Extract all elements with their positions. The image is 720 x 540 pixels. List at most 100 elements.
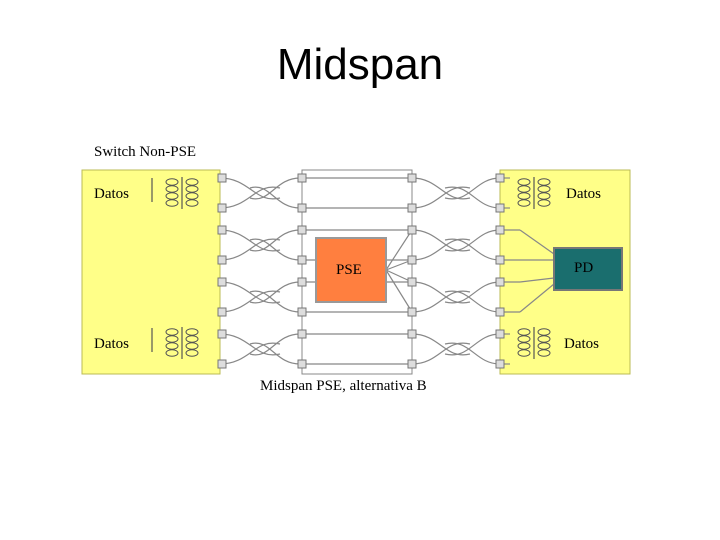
wire-segment: [219, 290, 281, 313]
wire-segment: [411, 342, 471, 365]
connector-block: [495, 307, 505, 317]
wire-segment: [219, 186, 281, 209]
transformer-coil: [185, 192, 199, 200]
transformer-coil: [185, 342, 199, 350]
wire-segment: [219, 281, 281, 304]
wire-segment: [249, 281, 301, 304]
wire-segment: [219, 177, 281, 200]
wire-segment: [444, 177, 501, 200]
connector-block: [217, 329, 227, 339]
connector-block: [217, 359, 227, 369]
switch-panel: [81, 169, 221, 375]
right-bottom-datos-label: Datos: [564, 336, 599, 352]
pse-feed-wire: [385, 269, 413, 313]
wire-segment: [411, 333, 471, 356]
left-bottom-datos-label: Datos: [94, 336, 129, 352]
transformer-coil: [185, 185, 199, 193]
connector-block: [495, 173, 505, 183]
wire-segment: [444, 238, 501, 261]
connector-block: [407, 329, 417, 339]
transformer-coil: [537, 342, 551, 350]
connector-block: [407, 277, 417, 287]
connector-block: [495, 277, 505, 287]
pd-feed-wire: [519, 277, 555, 283]
wire-segment: [249, 342, 301, 365]
pd-label: PD: [574, 260, 594, 276]
transformer-coil: [165, 185, 179, 193]
wire-segment: [411, 229, 471, 252]
wire-segment: [444, 186, 501, 209]
right-top-datos-label: Datos: [566, 186, 601, 202]
transformer-coil: [165, 328, 179, 336]
transformer-coil: [185, 328, 199, 336]
connector-block: [217, 255, 227, 265]
wire-segment: [249, 229, 301, 252]
transformer-coil: [185, 199, 199, 207]
connector-block: [217, 225, 227, 235]
pse-label: PSE: [336, 262, 362, 278]
wire-segment: [411, 186, 471, 209]
pd-box: [553, 247, 623, 291]
pd-feed-wire: [519, 283, 555, 313]
connector-block: [297, 225, 307, 235]
transformer-coil: [537, 328, 551, 336]
transformer-coil: [165, 342, 179, 350]
transformer-coil: [537, 178, 551, 186]
wire-segment: [411, 281, 471, 304]
wire-segment: [444, 281, 501, 304]
connector-block: [495, 203, 505, 213]
wire-segment: [219, 342, 281, 365]
transformer-coil: [517, 342, 531, 350]
pse-feed-wire: [385, 229, 413, 271]
connector-block: [217, 307, 227, 317]
diagram-canvas: [81, 169, 631, 375]
transformer-coil: [517, 178, 531, 186]
wire-segment: [249, 186, 301, 209]
connector-block: [297, 329, 307, 339]
connector-block: [297, 255, 307, 265]
wire-segment: [249, 177, 301, 200]
transformer-coil: [537, 349, 551, 357]
connector-block: [407, 359, 417, 369]
connector-block: [297, 173, 307, 183]
connector-block: [495, 255, 505, 265]
slide-title: Midspan: [276, 40, 444, 89]
transformer-coil: [165, 199, 179, 207]
connectors: [217, 173, 505, 369]
transformer-coil: [517, 199, 531, 207]
transformer-coil: [165, 178, 179, 186]
transformer-coil: [165, 349, 179, 357]
transformer-coil: [517, 328, 531, 336]
transformer-coil: [517, 335, 531, 343]
pd-feed-wire: [519, 229, 555, 255]
wire-segment: [444, 342, 501, 365]
connector-block: [407, 255, 417, 265]
transformer-coil: [185, 335, 199, 343]
transformer-coil: [517, 192, 531, 200]
wire-segment: [219, 229, 281, 252]
transformer-coil: [537, 185, 551, 193]
connector-block: [407, 173, 417, 183]
wire-segment: [219, 333, 281, 356]
left-top-datos-label: Datos: [94, 186, 129, 202]
transformer-coil: [517, 185, 531, 193]
connector-block: [407, 307, 417, 317]
connector-block: [297, 359, 307, 369]
transformer-coil: [165, 335, 179, 343]
wire-segment: [219, 238, 281, 261]
transformer-coil: [537, 192, 551, 200]
connector-block: [297, 203, 307, 213]
transformer-coil: [185, 349, 199, 357]
wire-segment: [411, 290, 471, 313]
midspan-diagram: Switch Non-PSE Datos Datos Datos Datos P…: [80, 140, 640, 400]
wire-segment: [444, 333, 501, 356]
wire-segment: [249, 333, 301, 356]
wire-segment: [444, 229, 501, 252]
pse-box: [315, 237, 387, 303]
connector-block: [297, 277, 307, 287]
wire-segment: [249, 290, 301, 313]
transformer-coil: [185, 178, 199, 186]
connector-block: [495, 359, 505, 369]
wire-segment: [249, 238, 301, 261]
connector-block: [407, 225, 417, 235]
